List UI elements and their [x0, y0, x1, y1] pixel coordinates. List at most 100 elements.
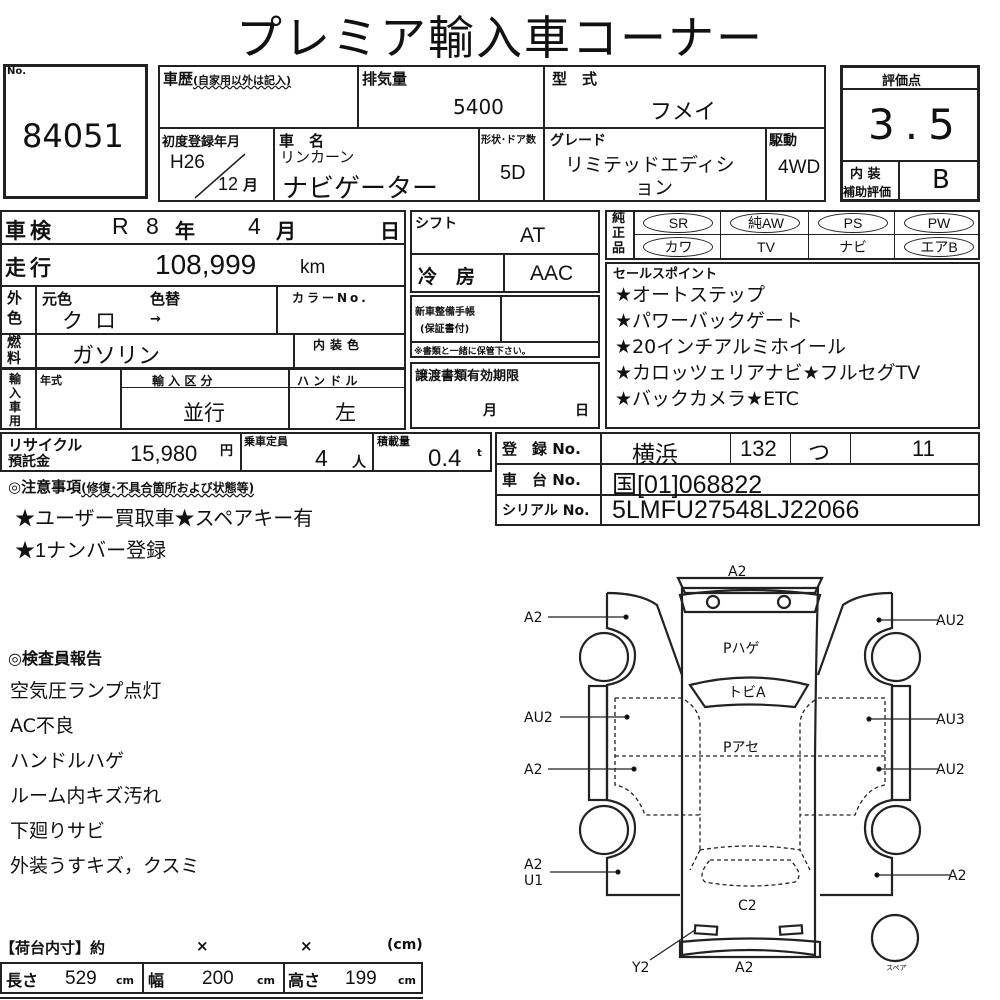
spare-tire — [870, 913, 920, 963]
maintenance-label-1: 新車整備手帳 — [415, 307, 475, 318]
front-bumper — [676, 576, 824, 595]
serial-no-value: 5LMFU27548LJ22066 — [612, 496, 860, 524]
cargo-unit-paren: (cm) — [387, 937, 423, 953]
label-spare: スペア — [886, 964, 907, 972]
inspection-year: 8 — [146, 213, 159, 239]
orig-color-label: 元色 — [42, 290, 73, 308]
color-change-label: 色替 — [150, 290, 181, 308]
notes-line-2: ★1ナンバー登録 — [15, 540, 167, 562]
first-reg-year: H26 — [170, 152, 205, 173]
chassis-no-value: 国[01]068822 — [612, 471, 763, 499]
recycle-row — [0, 432, 492, 472]
fuel-value: ガソリン — [72, 343, 161, 368]
label-right-1: AU2 — [936, 613, 965, 629]
history-label: 車歴(自家用以外は記入) — [163, 70, 292, 88]
transfer-month-unit: 月 — [483, 403, 497, 419]
genuine-item: SR — [635, 211, 722, 235]
sales-point-item: ★オートステップ — [615, 284, 766, 306]
cargo-width-label: 幅 — [148, 971, 165, 990]
color-no-label: カラーNo. — [292, 291, 369, 305]
ac-label: 冷 房 — [418, 266, 476, 288]
grade-value-2: ョン — [635, 178, 674, 199]
mileage-unit: km — [300, 257, 326, 278]
label-right-3: AU2 — [936, 762, 965, 778]
left-front-wheel — [578, 631, 630, 683]
label-lamp: Y2 — [631, 960, 649, 976]
sales-points-list: ★オートステップ ★パワーバックゲート ★20インチアルミホイール ★カロッツェリアナ… — [615, 282, 920, 412]
label-rear: A2 — [735, 960, 753, 976]
page-title: プレミア輸入車コーナー — [236, 11, 764, 65]
score-label: 評価点 — [882, 74, 922, 89]
displacement-label: 排気量 — [362, 70, 408, 88]
fuel-label: 燃料 — [7, 335, 21, 367]
reg-class: 132 — [740, 436, 777, 461]
cargo-unit-2: cm — [257, 974, 275, 987]
sales-points-box — [605, 262, 980, 429]
inspection-month-unit: 月 — [276, 219, 296, 243]
capacity-label: 乗車定員 — [244, 435, 288, 448]
transfer-box — [410, 362, 600, 429]
doors-label: 形状･ドア数 — [481, 135, 536, 146]
interior-label-2: 補助評価 — [843, 185, 892, 199]
circle-mark — [818, 213, 888, 233]
sales-points-label: セールスポイント — [613, 267, 718, 282]
inspector-report-item: 下廻りサビ — [10, 820, 106, 842]
handle-label: ハ ン ド ル — [297, 374, 358, 388]
genuine-label: 純正品 — [612, 211, 626, 256]
interior-value: B — [932, 165, 950, 195]
model-value: フメイ — [650, 99, 717, 124]
interior-color-label: 内装色 — [313, 338, 365, 352]
inspector-report-item: ルーム内キズ汚れ — [10, 785, 162, 807]
inspection-year-unit: 年 — [175, 219, 195, 243]
transfer-label: 譲渡書類有効期限 — [415, 369, 520, 384]
chassis-no-label: 車 台 No. — [502, 471, 581, 489]
model-label: 型 式 — [552, 70, 598, 88]
genuine-item-label: TV — [757, 239, 775, 255]
score-value: 3.5 — [868, 100, 965, 149]
genuine-item: カワ — [635, 235, 722, 259]
handle-value: 左 — [335, 402, 356, 425]
grade-label: グレード — [550, 133, 606, 149]
inspection-month: 4 — [248, 213, 261, 239]
sales-point-item: ★カロッツェリアナビ★フルセグTV — [615, 362, 921, 384]
vehicle-block — [0, 210, 406, 430]
recycle-value: 15,980 — [130, 441, 198, 466]
inspector-report-item: 外装うすキズ，クスミ — [10, 855, 200, 877]
cargo-x1: × — [196, 937, 209, 955]
interior-label-1: 内 装 — [850, 167, 881, 182]
reg-kana: つ — [808, 440, 831, 465]
sales-point-item: ★パワーバックゲート — [615, 310, 803, 332]
serial-no-label: シリアル No. — [502, 503, 590, 519]
shift-box — [410, 210, 600, 293]
label-front: A2 — [728, 564, 746, 580]
cargo-height: 199 — [345, 968, 377, 989]
import-type-label: 輸 入 区 分 — [152, 374, 213, 388]
label-left-2: AU2 — [524, 710, 553, 726]
genuine-item: PW — [896, 211, 982, 235]
label-right-2: AU3 — [936, 712, 965, 728]
genuine-item: ナビ — [810, 235, 896, 259]
cargo-table — [0, 962, 423, 994]
inspector-report-item: ハンドルハゲ — [10, 750, 125, 772]
transfer-day-unit: 日 — [575, 403, 589, 419]
import-label: 輸入車用 — [9, 372, 22, 428]
exterior-label: 外色 — [7, 289, 23, 327]
genuine-item: エアB — [896, 235, 982, 259]
info-box — [158, 65, 826, 202]
load-label: 積載量 — [377, 435, 410, 448]
reg-number: 11 — [912, 436, 935, 461]
genuine-item: PS — [810, 211, 896, 235]
label-back: C2 — [738, 898, 757, 914]
genuine-item: 純AW — [722, 211, 810, 235]
sales-point-item: ★20インチアルミホイール — [615, 336, 847, 358]
label-left-1: A2 — [524, 610, 542, 626]
circle-mark — [643, 237, 713, 257]
load-value: 0.4 — [428, 445, 462, 472]
inspector-report-item: AC不良 — [10, 715, 74, 737]
circle-mark — [904, 213, 974, 233]
drive-label: 駆動 — [769, 133, 797, 149]
notes-label: ◎注意事項(修復･不具合箇所および状態等) — [8, 478, 255, 496]
inspection-era: R — [112, 213, 129, 239]
